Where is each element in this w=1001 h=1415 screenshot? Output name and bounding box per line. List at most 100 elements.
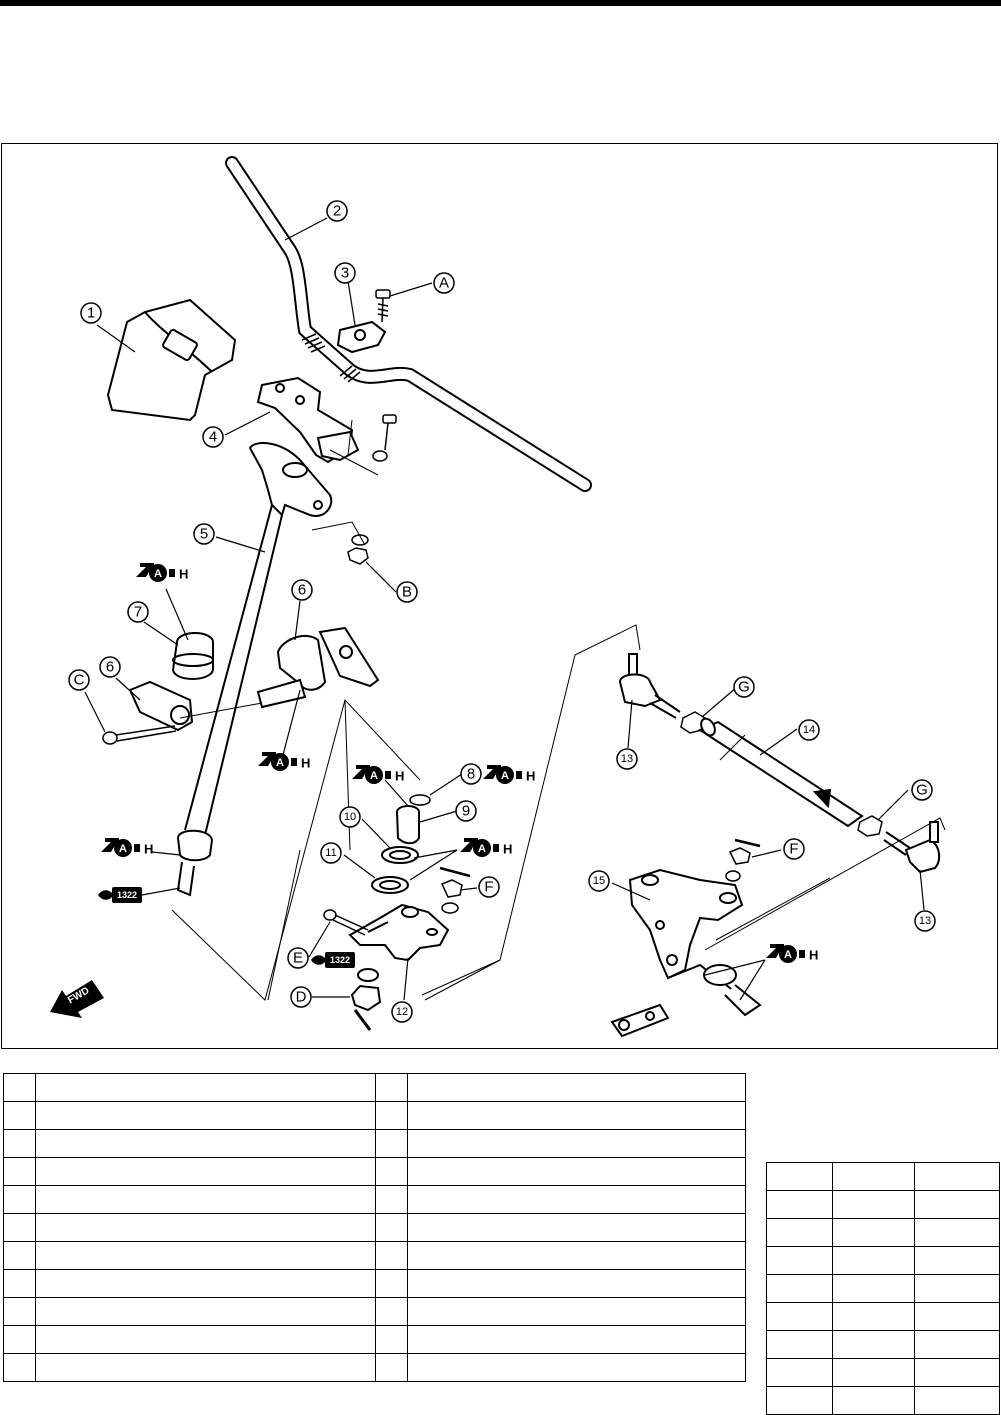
figure-frame (1, 143, 998, 1049)
svg-text:E: E (293, 950, 303, 967)
torque-table-cell (832, 1162, 915, 1191)
torque-table-cell (832, 1246, 915, 1275)
parts-list-row (3, 1297, 746, 1326)
shaft-holder-lower (128, 680, 194, 732)
callout-14: 14 (798, 719, 820, 741)
torque-table-cell (766, 1218, 833, 1247)
bolt-e (323, 909, 369, 936)
svg-text:6: 6 (106, 659, 114, 676)
svg-text:7: 7 (134, 604, 142, 621)
svg-text:1: 1 (87, 305, 95, 322)
parts-list-description-cell (407, 1129, 746, 1158)
parts-list-number-cell (3, 1241, 36, 1270)
steering-joint (348, 903, 450, 962)
torque-table-cell (914, 1190, 1000, 1219)
parts-list-description-cell (407, 1325, 746, 1354)
svg-text:4: 4 (209, 429, 217, 446)
exploded-view-diagram: A H 1322 (50, 156, 946, 1038)
parts-list-description-cell (407, 1185, 746, 1214)
parts-list-row (3, 1353, 746, 1382)
svg-text:G: G (738, 679, 750, 696)
callout-7: 7 (127, 601, 149, 623)
torque-table-cell (914, 1386, 1000, 1415)
fwd-arrow-icon: FWD (50, 980, 104, 1018)
parts-list-description-cell (35, 1101, 376, 1130)
parts-list-description-cell (35, 1269, 376, 1298)
lower-holder-bolt (372, 414, 397, 462)
grease-icon (766, 944, 819, 963)
parts-list-number-cell (3, 1157, 36, 1186)
torque-table-cell (832, 1274, 915, 1303)
torque-table-cell (914, 1162, 1000, 1191)
torque-table-row (766, 1386, 1000, 1415)
parts-list-number-cell (3, 1325, 36, 1354)
parts-list-number-cell (375, 1157, 408, 1186)
callout-2: 2 (326, 200, 348, 222)
callout-8: 8 (460, 763, 482, 785)
parts-list-number-cell (3, 1353, 36, 1382)
grease-icon (483, 765, 536, 784)
callout-6-lower: 6 (99, 656, 121, 678)
tie-rod-end-right (883, 821, 941, 874)
tie-rod (697, 717, 864, 828)
svg-text:B: B (402, 584, 412, 601)
svg-text:14: 14 (803, 724, 815, 736)
parts-list-description-cell (35, 1129, 376, 1158)
svg-text:6: 6 (298, 582, 306, 599)
knuckle (610, 868, 762, 1038)
upper-holder (336, 320, 387, 354)
callout-b: B (396, 581, 418, 603)
bearing-11 (371, 876, 409, 894)
torque-table-cell (766, 1330, 833, 1359)
parts-list-number-cell (375, 1185, 408, 1214)
svg-text:13: 13 (919, 915, 931, 927)
svg-text:10: 10 (344, 811, 356, 823)
torque-table-cell (766, 1246, 833, 1275)
parts-list-number-cell (375, 1269, 408, 1298)
parts-list-number-cell (3, 1073, 36, 1102)
parts-list-body (3, 1073, 746, 1382)
parts-list-description-cell (35, 1353, 376, 1382)
nut-d (350, 968, 382, 1031)
grease-icon (352, 765, 405, 784)
parts-list-description-cell (407, 1213, 746, 1242)
torque-table-row (766, 1330, 1000, 1359)
callout-g-right: G (911, 779, 933, 801)
parts-list-number-cell (375, 1241, 408, 1270)
parts-list-row (3, 1073, 746, 1102)
nut-b (347, 534, 369, 565)
collar-9 (396, 805, 420, 845)
callout-4: 4 (202, 426, 224, 448)
torque-table-cell (914, 1358, 1000, 1387)
callout-3: 3 (334, 262, 356, 284)
parts-list-description-cell (407, 1353, 746, 1382)
parts-list-number-cell (3, 1269, 36, 1298)
parts-list-number-cell (3, 1101, 36, 1130)
callout-6-upper: 6 (291, 579, 313, 601)
torque-table-cell (766, 1274, 833, 1303)
torque-table-cell (832, 1330, 915, 1359)
callout-c: C (68, 669, 90, 691)
svg-text:3: 3 (341, 265, 349, 282)
torque-table-cell (832, 1386, 915, 1415)
parts-list-number-cell (375, 1213, 408, 1242)
parts-list-table (3, 1073, 746, 1382)
nut-g-right (857, 815, 883, 837)
parts-list-description-cell (407, 1241, 746, 1270)
grease-icon (460, 838, 513, 857)
callout-a: A (433, 272, 455, 294)
callout-13-right: 13 (914, 910, 936, 932)
svg-text:A: A (439, 275, 449, 292)
torque-table-cell (832, 1302, 915, 1331)
parts-list-number-cell (375, 1297, 408, 1326)
svg-text:D: D (296, 989, 307, 1006)
svg-text:11: 11 (325, 847, 336, 859)
parts-list-row (3, 1213, 746, 1242)
parts-list-number-cell (375, 1129, 408, 1158)
parts-list-description-cell (35, 1157, 376, 1186)
torque-table-cell (766, 1386, 833, 1415)
parts-list-description-cell (35, 1213, 376, 1242)
torque-table-row (766, 1246, 1000, 1275)
svg-text:F: F (789, 841, 798, 858)
grease-icon (258, 752, 311, 771)
